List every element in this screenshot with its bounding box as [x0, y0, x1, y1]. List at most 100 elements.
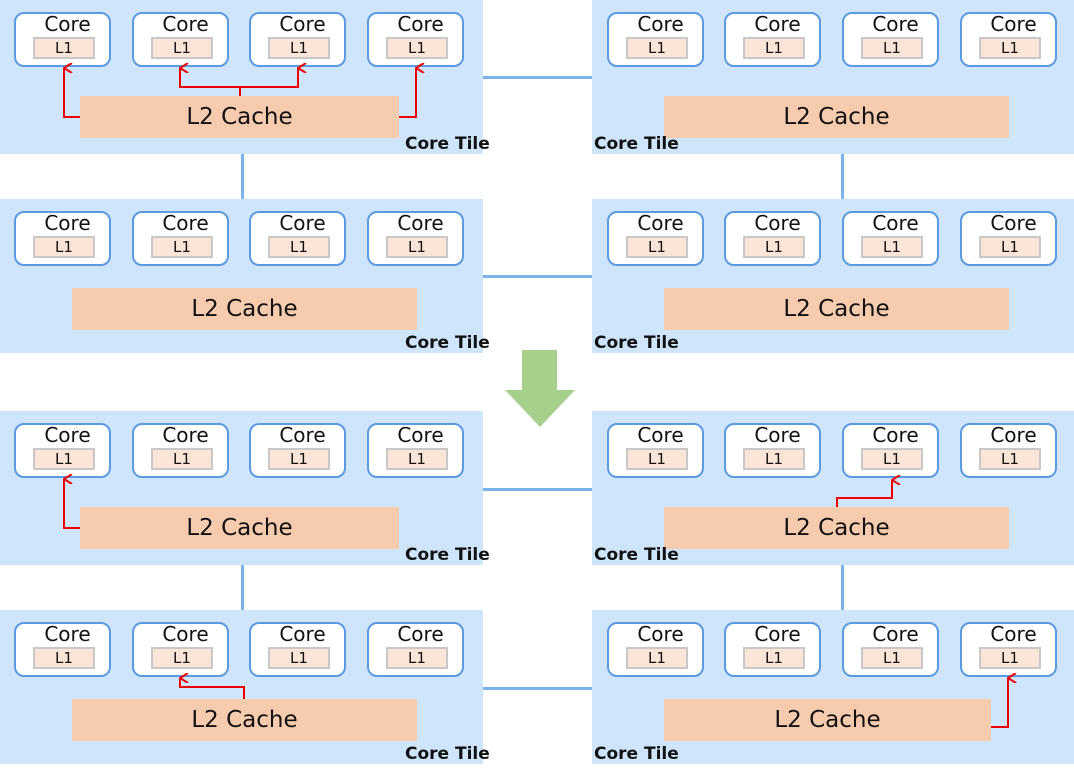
l1-cache: L1	[626, 647, 688, 669]
interconnect-link	[483, 488, 592, 491]
interconnect-link	[483, 275, 592, 278]
core-label: Core	[754, 423, 801, 447]
interconnect-link	[841, 565, 844, 610]
l2-cache: L2 Cache	[664, 96, 1009, 138]
interconnect-link	[241, 565, 244, 610]
l1-cache: L1	[151, 647, 213, 669]
l1-cache: L1	[268, 37, 330, 59]
l1-cache: L1	[626, 448, 688, 470]
core-label: Core	[754, 12, 801, 36]
core-label: Core	[44, 423, 91, 447]
core-label: Core	[279, 211, 326, 235]
interconnect-link	[241, 154, 244, 199]
core-label: Core	[637, 423, 684, 447]
core-label: Core	[872, 211, 919, 235]
l1-cache: L1	[861, 647, 923, 669]
core-label: Core	[637, 622, 684, 646]
l1-cache: L1	[626, 37, 688, 59]
core-tile-label: Core Tile	[594, 545, 679, 565]
l1-cache: L1	[861, 448, 923, 470]
transition-down-arrow-icon	[505, 350, 575, 427]
core-label: Core	[162, 423, 209, 447]
l1-cache: L1	[33, 448, 95, 470]
l2-cache: L2 Cache	[72, 288, 417, 330]
interconnect-link	[483, 76, 592, 79]
l1-cache: L1	[268, 647, 330, 669]
l1-cache: L1	[626, 236, 688, 258]
core-label: Core	[162, 211, 209, 235]
core-label: Core	[279, 622, 326, 646]
core-label: Core	[872, 423, 919, 447]
core-label: Core	[637, 12, 684, 36]
l1-cache: L1	[861, 37, 923, 59]
interconnect-link	[841, 154, 844, 199]
l1-cache: L1	[151, 236, 213, 258]
l2-cache: L2 Cache	[80, 96, 399, 138]
l2-cache: L2 Cache	[664, 699, 991, 741]
core-tile-label: Core Tile	[405, 744, 490, 764]
l1-cache: L1	[861, 236, 923, 258]
l2-cache: L2 Cache	[664, 507, 1009, 549]
core-label: Core	[397, 211, 444, 235]
l1-cache: L1	[979, 647, 1041, 669]
l1-cache: L1	[151, 37, 213, 59]
core-label: Core	[279, 12, 326, 36]
core-label: Core	[754, 211, 801, 235]
core-label: Core	[279, 423, 326, 447]
l1-cache: L1	[979, 448, 1041, 470]
core-label: Core	[637, 211, 684, 235]
core-label: Core	[44, 211, 91, 235]
core-label: Core	[162, 12, 209, 36]
core-label: Core	[990, 622, 1037, 646]
l1-cache: L1	[268, 236, 330, 258]
core-tile-label: Core Tile	[405, 333, 490, 353]
core-tile-label: Core Tile	[405, 545, 490, 565]
l1-cache: L1	[743, 448, 805, 470]
l1-cache: L1	[979, 236, 1041, 258]
core-label: Core	[397, 622, 444, 646]
core-tile-label: Core Tile	[594, 333, 679, 353]
core-tile-label: Core Tile	[594, 744, 679, 764]
l2-cache: L2 Cache	[80, 507, 399, 549]
core-label: Core	[44, 622, 91, 646]
core-label: Core	[44, 12, 91, 36]
l1-cache: L1	[743, 647, 805, 669]
l1-cache: L1	[386, 236, 448, 258]
core-label: Core	[754, 622, 801, 646]
l1-cache: L1	[386, 647, 448, 669]
core-tile-label: Core Tile	[594, 134, 679, 154]
l1-cache: L1	[743, 236, 805, 258]
